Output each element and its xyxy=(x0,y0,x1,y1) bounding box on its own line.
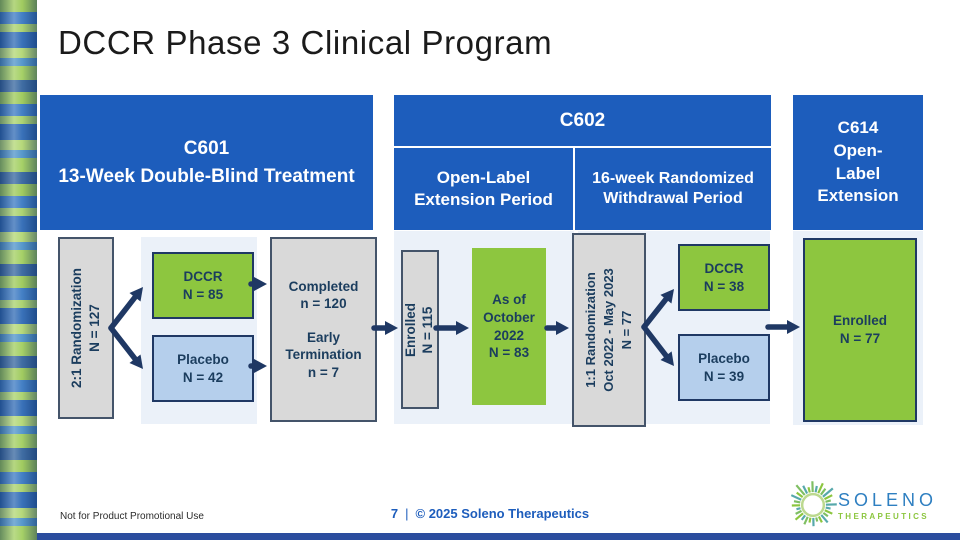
box-line: N = 115 xyxy=(420,306,435,353)
footer-disclaimer: Not for Product Promotional Use xyxy=(60,511,204,522)
footer-center: 7 | © 2025 Soleno Therapeutics xyxy=(300,506,680,521)
box-line: DCCR xyxy=(704,260,744,276)
box-line: Completed xyxy=(288,278,359,294)
bottom-accent-bar xyxy=(37,533,960,540)
placebo-n42-box: Placebo N = 42 xyxy=(152,335,254,402)
c601-study-code: C601 xyxy=(183,137,230,159)
box-line: N = 39 xyxy=(703,368,745,384)
decorative-stripe-border xyxy=(0,0,37,540)
c602-study-code: C602 xyxy=(394,95,771,148)
soleno-logo: SOLENO THERAPEUTICS xyxy=(782,474,937,536)
randomization-2-1-box: 2:1 Randomization N = 127 xyxy=(58,237,114,419)
box-line: October xyxy=(483,309,535,325)
as-of-october-2022-box: As of October 2022 N = 83 xyxy=(472,248,546,405)
placebo-n39-box: Placebo N = 39 xyxy=(678,334,770,401)
c614-line: Open- xyxy=(833,140,883,160)
box-line: n = 120 xyxy=(300,296,347,312)
c601-study-label: 13-Week Double-Blind Treatment xyxy=(58,165,355,187)
box-line: Placebo xyxy=(698,350,750,366)
box-line: N = 42 xyxy=(182,369,224,385)
study-header-c602: C602 Open-Label Extension Period 16-week… xyxy=(394,95,771,230)
box-line: N = 83 xyxy=(488,345,530,361)
box-line: 2022 xyxy=(493,327,525,343)
enrolled-n115-box: Enrolled N = 115 xyxy=(401,250,439,409)
box-line: N = 38 xyxy=(703,278,745,294)
completed-termination-box: Completed n = 120 Early Termination n = … xyxy=(270,237,377,422)
box-line: N = 127 xyxy=(87,304,102,352)
c614-line: C614 xyxy=(837,117,879,137)
footer-copyright: © 2025 Soleno Therapeutics xyxy=(415,506,590,521)
sunburst-icon xyxy=(790,481,837,527)
box-line: Enrolled xyxy=(832,313,887,329)
box-line: Placebo xyxy=(177,351,229,367)
footer-page-number: 7 xyxy=(390,506,399,521)
box-line: N = 85 xyxy=(182,286,224,302)
box-line: Enrolled xyxy=(403,302,419,357)
box-line: 2:1 Randomization xyxy=(68,268,84,389)
box-line: Early Termination xyxy=(285,329,362,363)
box-line: As of xyxy=(492,292,526,308)
box-line: 1:1 Randomization xyxy=(582,272,598,388)
box-line: N = 77 xyxy=(839,331,881,346)
c614-line: Extension xyxy=(817,186,899,206)
c614-line: Label xyxy=(835,163,881,183)
randomization-1-1-box: 1:1 Randomization Oct 2022 - May 2023 N … xyxy=(572,233,646,427)
logo-wordmark: SOLENO xyxy=(838,489,938,510)
study-header-c601: C601 13-Week Double-Blind Treatment xyxy=(40,95,373,230)
c602-subheader-randomized-withdrawal: 16-week Randomized Withdrawal Period xyxy=(592,170,754,207)
box-line: Oct 2022 - May 2023 xyxy=(600,268,616,392)
box-line: DCCR xyxy=(183,268,223,284)
study-header-c614: C614 Open- Label Extension xyxy=(793,95,923,230)
logo-subtitle: THERAPEUTICS xyxy=(838,511,930,521)
box-line: N = 77 xyxy=(619,310,635,350)
dccr-n38-box: DCCR N = 38 xyxy=(678,244,770,311)
page-title: DCCR Phase 3 Clinical Program xyxy=(58,24,553,61)
dccr-n85-box: DCCR N = 85 xyxy=(152,252,254,319)
enrolled-n77-box: Enrolled N = 77 xyxy=(803,238,917,422)
box-line: n = 7 xyxy=(307,364,340,380)
footer-separator: | xyxy=(405,506,409,521)
c602-subheader-open-label: Open-Label Extension Period xyxy=(394,148,575,230)
